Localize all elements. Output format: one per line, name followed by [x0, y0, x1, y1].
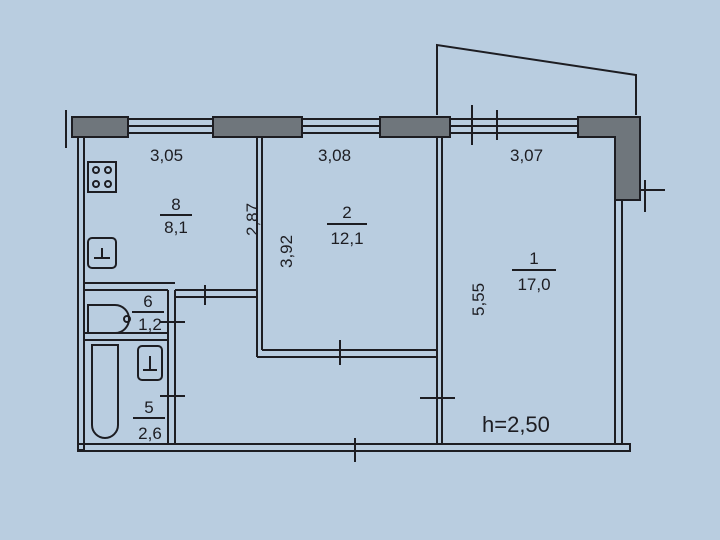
room-number: 1 — [529, 249, 538, 268]
room-area: 17,0 — [517, 275, 550, 294]
dimension-label: 3,07 — [510, 146, 543, 165]
dimension-label: 2,87 — [243, 203, 262, 236]
room-number: 2 — [342, 203, 351, 222]
room-1-label: 1 17,0 — [512, 249, 556, 294]
room-8-label: 8 8,1 — [160, 195, 192, 237]
ceiling-height-label: h=2,50 — [482, 412, 550, 437]
balcony-outline — [436, 43, 637, 115]
bathtub-icon — [91, 344, 119, 439]
sink-icon — [87, 237, 117, 269]
load-bearing-walls — [65, 110, 665, 212]
room-area: 1,2 — [138, 315, 162, 334]
walls — [77, 136, 631, 462]
room-5-label: 5 2,6 — [133, 398, 165, 443]
dimension-label: 3,92 — [277, 235, 296, 268]
room-area: 8,1 — [164, 218, 188, 237]
room-number: 6 — [143, 292, 152, 311]
room-area: 2,6 — [138, 424, 162, 443]
room-number: 5 — [144, 398, 153, 417]
washbasin-icon — [137, 345, 163, 381]
stove-icon — [87, 161, 117, 193]
dimension-label: 3,05 — [150, 146, 183, 165]
dimension-label: 5,55 — [469, 283, 488, 316]
room-6-label: 6 1,2 — [132, 292, 164, 334]
dimension-label: 3,08 — [318, 146, 351, 165]
room-2-label: 2 12,1 — [327, 203, 367, 248]
windows — [128, 105, 578, 145]
room-area: 12,1 — [330, 229, 363, 248]
room-number: 8 — [171, 195, 180, 214]
toilet-icon — [87, 304, 131, 334]
